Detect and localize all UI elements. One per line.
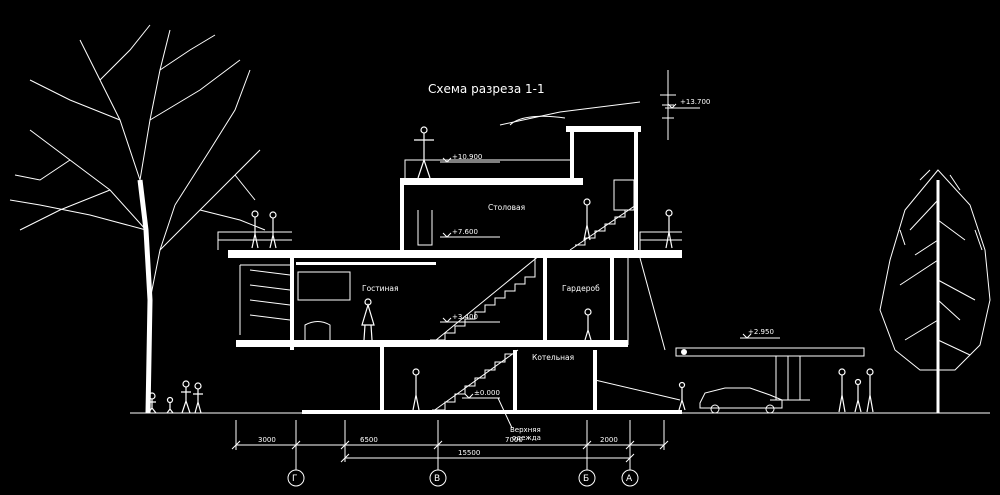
dim-1: 3000	[258, 436, 276, 444]
level-third: +7.600	[452, 228, 478, 236]
left-tree-icon	[9, 24, 266, 414]
room-dining: Столовая	[488, 203, 525, 212]
level-ground: ±0.000	[474, 389, 500, 397]
room-living: Гостиная	[362, 284, 399, 293]
axis-a: А	[626, 474, 633, 484]
level-roof: +13.700	[680, 98, 710, 106]
dim-3: 7000	[505, 436, 523, 444]
people-house-icon	[251, 126, 686, 411]
room-boiler: Котельная	[532, 353, 574, 362]
dim-2: 6500	[360, 436, 378, 444]
level-terrace: +10.900	[452, 153, 482, 161]
level-markers	[440, 103, 780, 399]
axis-b: Б	[583, 474, 589, 484]
carport	[675, 347, 865, 414]
people-right-icon	[838, 368, 874, 413]
level-carport: +2.950	[748, 328, 774, 336]
note-line1: Верхняя	[510, 426, 541, 434]
dimension-lines	[231, 420, 669, 470]
axis-v: В	[434, 474, 440, 484]
room-wardrobe: Гардероб	[562, 284, 600, 293]
drawing-title: Схема разреза 1-1	[428, 82, 545, 96]
note-leader	[497, 397, 513, 429]
right-tree-icon	[879, 169, 991, 413]
dim-4: 2000	[600, 436, 618, 444]
axis-markers	[287, 469, 639, 487]
house-section	[217, 70, 682, 414]
level-second: +3.400	[452, 313, 478, 321]
people-left-icon	[147, 380, 203, 414]
axis-g: Г	[292, 474, 298, 484]
dim-total: 15500	[458, 449, 480, 457]
note-line2: одежда	[512, 434, 541, 442]
